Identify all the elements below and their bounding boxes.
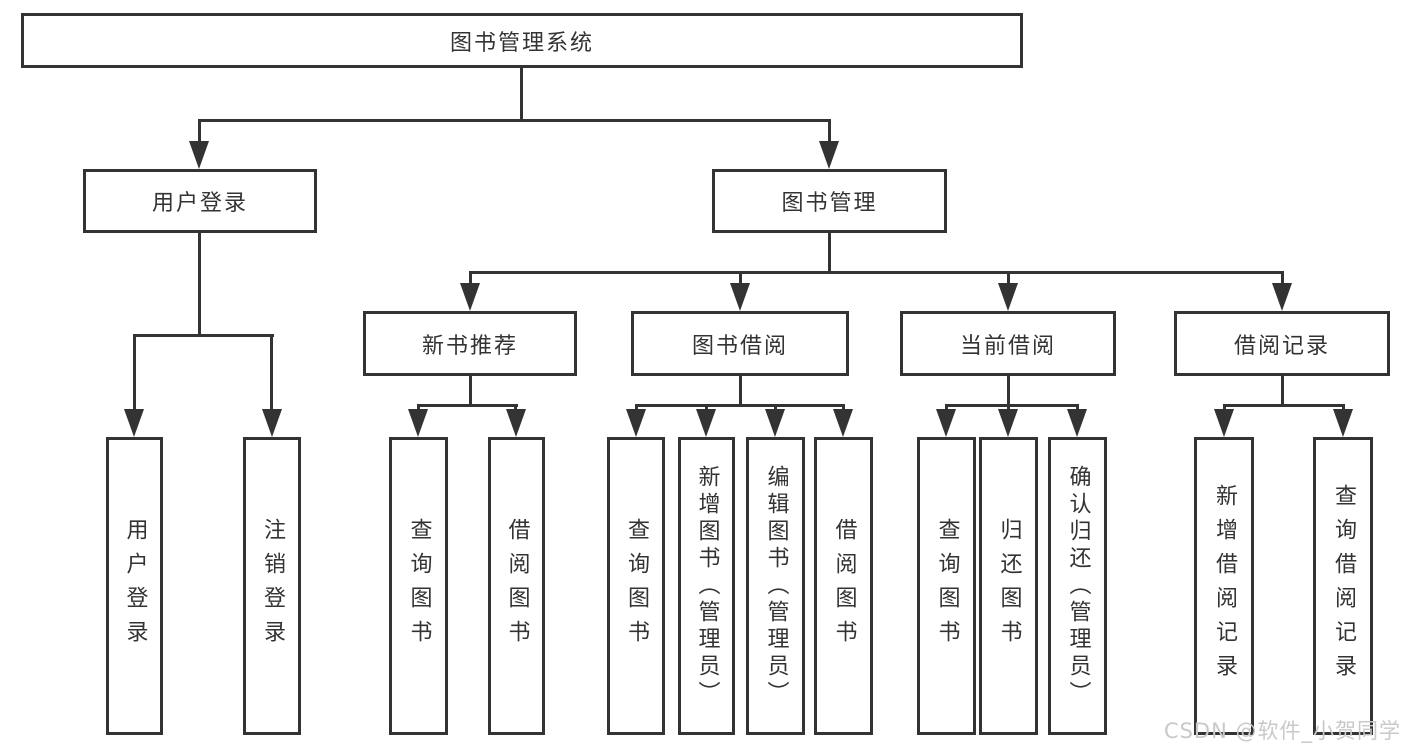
arrowhead-down-icon [1067,409,1087,437]
connector-line [1007,404,1010,413]
node-book-borrowing-label: 图书借阅 [691,333,788,359]
leaf-borrow-books-label: 借阅图书 [831,518,857,654]
connector-line [1223,404,1226,413]
connector-line [739,376,742,407]
connector-line [514,404,517,413]
arrowhead-down-icon [936,409,956,437]
arrowhead-down-icon [730,283,750,311]
connector-line [198,233,201,337]
leaf-return-book: 归还图书 [979,437,1038,735]
arrowhead-down-icon [833,409,853,437]
arrowhead-down-icon [189,141,209,169]
arrowhead-down-icon [765,409,785,437]
leaf-add-borrow-record-label: 新增借阅记录 [1212,484,1237,688]
leaf-confirm-return-admin-label: 确认归还（管理员） [1065,464,1091,708]
leaf-borrow-books-recommend: 借阅图书 [488,437,545,735]
node-library-system-label: 图书管理系统 [449,30,594,56]
connector-line [270,334,273,412]
node-borrowing-records: 借阅记录 [1174,311,1390,376]
arrowhead-down-icon [819,141,839,169]
connector-line [417,404,518,407]
leaf-add-book-admin: 新增图书（管理员） [678,437,735,735]
node-current-borrowing: 当前借阅 [900,311,1116,376]
arrowhead-down-icon [408,409,428,437]
arrowhead-down-icon [460,283,480,311]
arrowhead-down-icon [124,409,144,437]
node-book-management-label: 图书管理 [781,191,878,216]
leaf-query-books-borrowing: 查询图书 [607,437,665,735]
node-current-borrowing-label: 当前借阅 [959,333,1056,359]
leaf-query-books-recommend-label: 查询图书 [406,518,432,654]
leaf-logout-label: 注销登录 [260,518,285,654]
arrowhead-down-icon [998,283,1018,311]
connector-line [705,404,708,413]
connector-line [1223,404,1345,407]
connector-line [198,119,201,145]
arrowhead-down-icon [1214,409,1234,437]
node-book-borrowing: 图书借阅 [631,311,849,376]
connector-line [828,233,831,274]
leaf-user-login: 用户登录 [106,437,163,735]
leaf-query-books-current: 查询图书 [917,437,976,735]
leaf-query-books-current-label: 查询图书 [934,518,960,654]
connector-line [1281,271,1284,287]
connector-line [1281,376,1284,407]
connector-line [198,119,831,122]
connector-line [469,271,1284,274]
leaf-return-book-label: 归还图书 [996,518,1022,654]
leaf-query-books-recommend: 查询图书 [389,437,448,735]
connector-line [469,271,472,287]
connector-line [520,68,523,122]
leaf-edit-book-admin: 编辑图书（管理员） [746,437,805,735]
leaf-borrow-books: 借阅图书 [814,437,873,735]
leaf-logout: 注销登录 [243,437,301,735]
leaf-query-borrow-record: 查询借阅记录 [1313,437,1373,735]
connector-line [1007,271,1010,287]
node-user-login: 用户登录 [83,169,317,233]
node-new-book-recommend-label: 新书推荐 [421,333,518,359]
leaf-add-book-admin-label: 新增图书（管理员） [694,464,720,708]
leaf-borrow-books-recommend-label: 借阅图书 [504,518,530,654]
connector-line [133,334,274,337]
connector-line [1007,376,1010,407]
leaf-confirm-return-admin: 确认归还（管理员） [1048,437,1107,735]
connector-line [133,334,136,412]
connector-line [945,404,1079,407]
arrowhead-down-icon [998,409,1018,437]
leaf-query-borrow-record-label: 查询借阅记录 [1331,484,1356,688]
node-borrowing-records-label: 借阅记录 [1233,333,1330,359]
connector-line [1342,404,1345,413]
node-user-login-label: 用户登录 [151,191,248,216]
connector-line [635,404,638,413]
arrowhead-down-icon [626,409,646,437]
node-new-book-recommend: 新书推荐 [363,311,577,376]
arrowhead-down-icon [1333,409,1353,437]
leaf-query-books-borrowing-label: 查询图书 [624,518,649,654]
leaf-user-login-label: 用户登录 [122,518,148,654]
connector-line [774,404,777,413]
connector-line [417,404,420,413]
arrowhead-down-icon [696,409,716,437]
connector-line [842,404,845,413]
leaf-edit-book-admin-label: 编辑图书（管理员） [763,464,789,708]
arrowhead-down-icon [506,409,526,437]
arrowhead-down-icon [262,409,282,437]
node-library-system: 图书管理系统 [21,13,1023,68]
connector-line [635,404,845,407]
node-book-management: 图书管理 [712,169,947,233]
connector-line [469,376,472,407]
connector-line [945,404,948,413]
csdn-watermark: CSDN @软件_小贺同学 [1163,719,1401,743]
connector-line [739,271,742,287]
connector-line [828,119,831,145]
connector-line [1076,404,1079,413]
leaf-add-borrow-record: 新增借阅记录 [1194,437,1254,735]
arrowhead-down-icon [1272,283,1292,311]
